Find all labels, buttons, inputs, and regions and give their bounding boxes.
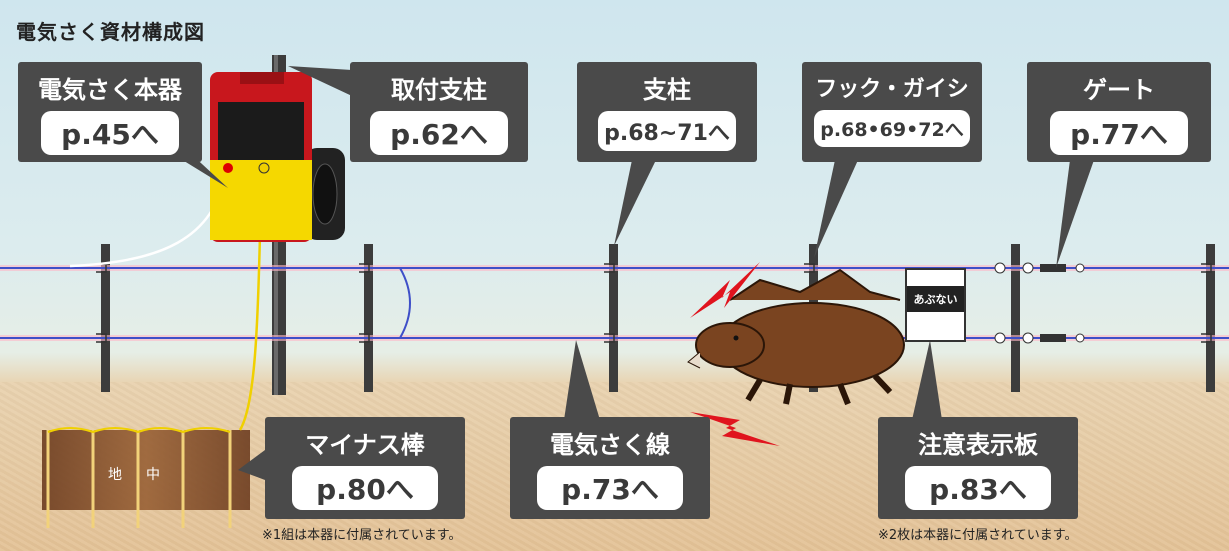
callout-page: p.62へ xyxy=(370,111,508,155)
callout-warning-sign[interactable]: 注意表示板 p.83へ xyxy=(878,417,1078,519)
callout-post[interactable]: 支柱 p.68~71へ xyxy=(577,62,757,162)
underground-section xyxy=(42,427,250,528)
soil-label-right: 中 xyxy=(146,467,160,483)
insulator xyxy=(359,333,370,343)
insulator xyxy=(359,263,370,273)
callout-page: p.73へ xyxy=(537,466,683,510)
insulator xyxy=(804,263,815,273)
insulator xyxy=(96,333,107,343)
energizer-device xyxy=(210,72,345,242)
insulator xyxy=(1201,333,1212,343)
shock-bolt xyxy=(690,262,760,318)
wire-jumper xyxy=(399,267,411,339)
callout-page: p.77へ xyxy=(1050,111,1188,155)
callout-label: 取付支柱 xyxy=(391,76,487,104)
warning-sign-text: あぶない xyxy=(907,286,964,312)
insulator xyxy=(604,333,615,343)
callout-label: フック・ガイシ xyxy=(815,77,969,102)
callout-page: p.45へ xyxy=(41,111,179,155)
fence-post xyxy=(1206,244,1215,392)
boar-illustration xyxy=(687,268,905,406)
callout-mounting-pole[interactable]: 取付支柱 p.62へ xyxy=(350,62,528,162)
fence-post xyxy=(609,244,618,392)
diagram-title: 電気さく資材構成図 xyxy=(16,20,205,44)
callout-page: p.83へ xyxy=(905,466,1051,510)
gate xyxy=(994,262,1085,344)
note-sign: ※2枚は本器に付属されています。 xyxy=(878,528,1078,543)
positive-lead xyxy=(69,169,228,268)
ground-wire xyxy=(47,427,231,434)
note-minus-rod: ※1組は本器に付属されています。 xyxy=(262,528,462,543)
callout-page: p.68•69•72へ xyxy=(814,110,970,147)
callout-page: p.80へ xyxy=(292,466,438,510)
callout-label: 注意表示板 xyxy=(918,431,1038,459)
callout-label: 電気さく本器 xyxy=(38,76,182,104)
callout-label: ゲート xyxy=(1083,76,1155,104)
insulator xyxy=(1201,263,1212,273)
callout-page: p.68~71へ xyxy=(598,111,736,151)
warning-sign: あぶない xyxy=(905,268,966,342)
callout-minus-rod[interactable]: マイナス棒 p.80へ xyxy=(265,417,465,519)
callout-label: マイナス棒 xyxy=(305,431,425,459)
fence-post xyxy=(364,244,373,392)
soil-label-left: 地 xyxy=(108,467,122,483)
fence-post xyxy=(1011,244,1020,392)
callout-fence-wire[interactable]: 電気さく線 p.73へ xyxy=(510,417,710,519)
callout-hook-insulator[interactable]: フック・ガイシ p.68•69•72へ xyxy=(802,62,982,162)
insulators xyxy=(96,263,1212,343)
callout-gate[interactable]: ゲート p.77へ xyxy=(1027,62,1211,162)
callout-energizer[interactable]: 電気さく本器 p.45へ xyxy=(18,62,202,162)
callout-label: 支柱 xyxy=(643,76,691,104)
insulator xyxy=(604,263,615,273)
callout-label: 電気さく線 xyxy=(550,431,670,459)
fence-post xyxy=(101,244,110,392)
